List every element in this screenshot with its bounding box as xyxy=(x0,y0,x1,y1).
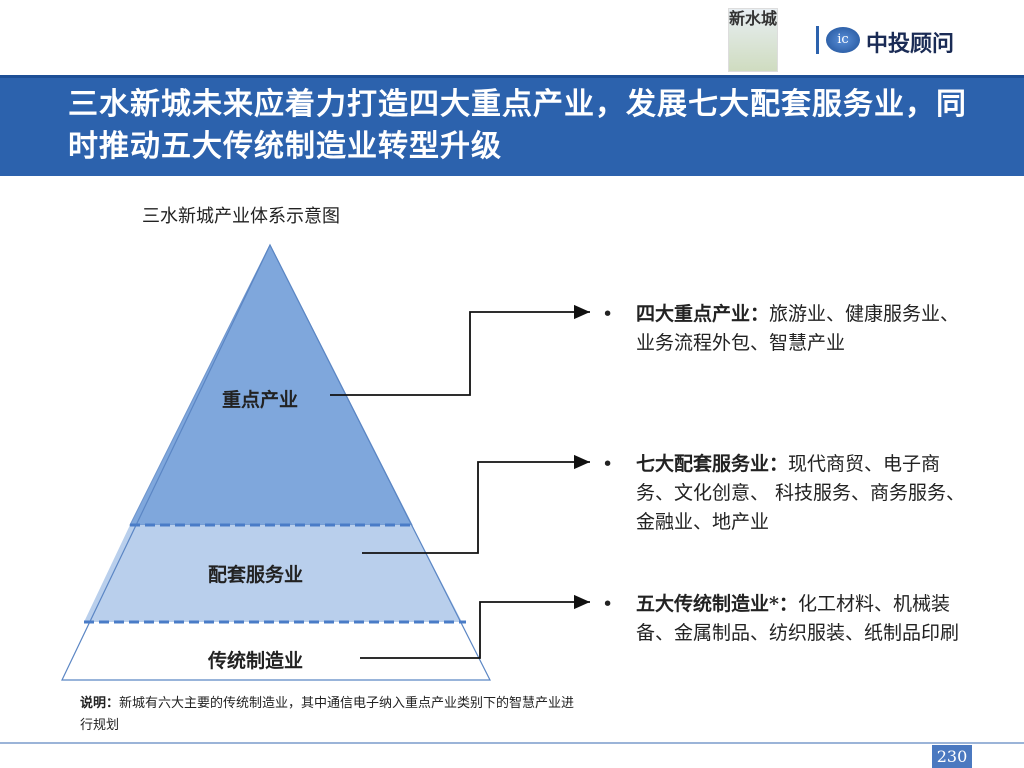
diagram-subtitle: 三水新城产业体系示意图 xyxy=(142,206,340,227)
page-number: 230 xyxy=(932,745,972,768)
bullet-key-industries: •四大重点产业：旅游业、健康服务业、业务流程外包、智慧产业 xyxy=(602,303,960,354)
connector-arrow xyxy=(360,594,590,659)
pyramid-bottom-tier xyxy=(62,622,490,680)
level-label-support: 配套服务业 xyxy=(208,564,304,586)
pyramid-outline xyxy=(61,243,491,681)
bullet-traditional-manufacturing: •五大传统制造业*：化工材料、机械装备、金属制品、纺织服装、纸制品印刷 xyxy=(602,593,960,644)
logo-divider xyxy=(816,26,819,54)
footnote: 说明：新城有六大主要的传统制造业，其中通信电子纳入重点产业类别下的智慧产业进行规… xyxy=(80,696,575,733)
pyramid-middle-tier xyxy=(84,525,462,622)
title-banner xyxy=(0,75,1024,176)
page-title: 三水新城未来应着力打造四大重点产业，发展七大配套服务业，同时推动五大传统制造业转… xyxy=(68,87,967,164)
bullet-support-services: •七大配套服务业：现代商贸、电子商务、文化创意、 科技服务、商务服务、金融业、地… xyxy=(602,453,966,533)
zhongtou-logo-text: 中投顾问 xyxy=(866,32,955,57)
level-label-traditional: 传统制造业 xyxy=(208,650,304,672)
level-label-key: 重点产业 xyxy=(222,389,299,411)
footer-divider xyxy=(0,742,1024,744)
zhongtou-logo-icon: ic xyxy=(826,27,860,53)
sanshui-newtown-logo: 新水城 xyxy=(728,8,778,72)
connector-arrow xyxy=(362,454,590,554)
connector-arrow xyxy=(330,304,590,396)
